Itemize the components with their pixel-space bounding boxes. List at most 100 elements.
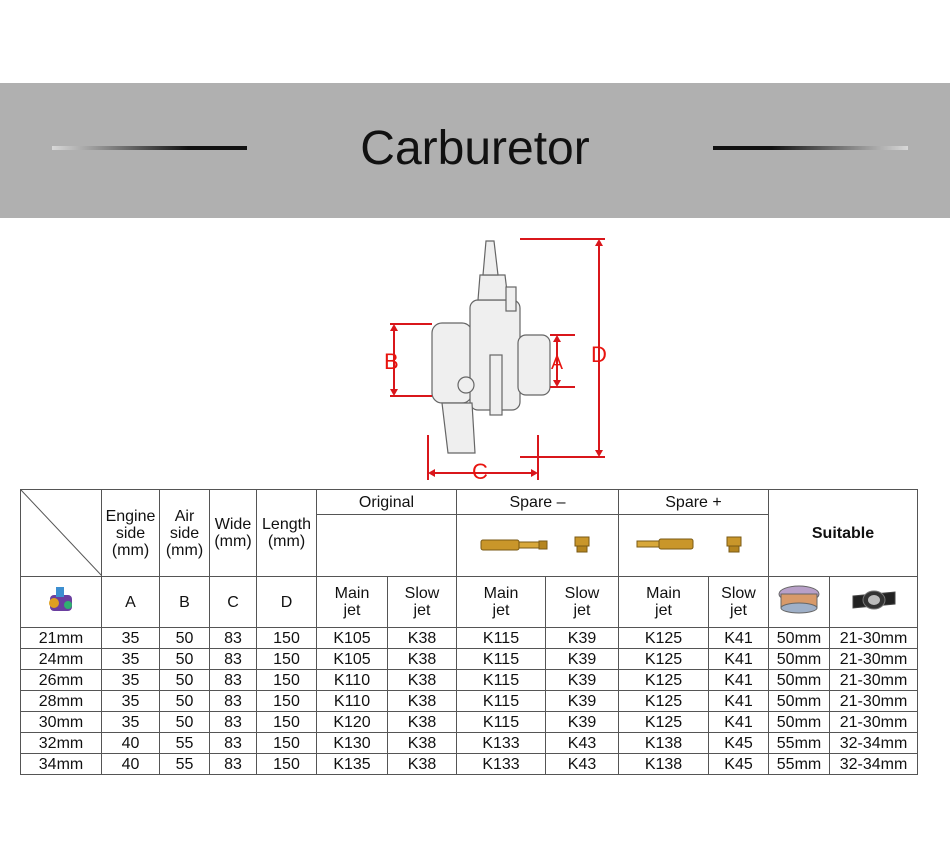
cell-ss: K43 xyxy=(545,753,619,775)
cell-d: 150 xyxy=(256,627,317,649)
cell-intake: 32-34mm xyxy=(829,732,918,754)
banner-line-left xyxy=(52,146,247,150)
cell-a: 35 xyxy=(101,690,160,712)
cell-pm: K125 xyxy=(618,690,709,712)
cell-c: 83 xyxy=(209,732,257,754)
spare-plus-jet-image-cell xyxy=(618,514,769,577)
cell-b: 50 xyxy=(159,627,210,649)
header-length: Length(mm) xyxy=(256,489,317,577)
header-spare-plus: Spare + xyxy=(618,488,769,516)
cell-filter: 50mm xyxy=(768,669,830,691)
cell-intake: 21-30mm xyxy=(829,711,918,733)
carb-idle-screw xyxy=(457,376,475,394)
cell-d: 150 xyxy=(256,669,317,691)
cell-om: K130 xyxy=(316,732,388,754)
cell-ss: K39 xyxy=(545,669,619,691)
cell-ps: K45 xyxy=(708,732,769,754)
intake-manifold-image-cell xyxy=(829,576,918,628)
cell-d: 150 xyxy=(256,690,317,712)
dimension-arrowheads xyxy=(390,239,603,477)
cell-a: 35 xyxy=(101,648,160,670)
dim-label-b: B xyxy=(384,349,399,374)
header-spare-minus: Spare – xyxy=(456,488,619,516)
cell-b: 55 xyxy=(159,753,210,775)
carburetor-thumbnail-cell xyxy=(20,576,102,628)
air-filter-image-cell xyxy=(768,576,830,628)
cell-b: 50 xyxy=(159,669,210,691)
cell-os: K38 xyxy=(387,669,457,691)
cell-filter: 50mm xyxy=(768,690,830,712)
cell-pm: K125 xyxy=(618,648,709,670)
cell-b: 50 xyxy=(159,690,210,712)
cell-c: 83 xyxy=(209,753,257,775)
dim-label-c: C xyxy=(472,459,488,480)
cell-a: 40 xyxy=(101,753,160,775)
cell-om: K105 xyxy=(316,627,388,649)
cell-a: 35 xyxy=(101,669,160,691)
header-wide: Wide(mm) xyxy=(209,489,257,577)
cell-c: 83 xyxy=(209,627,257,649)
banner-line-right xyxy=(713,146,908,150)
cell-pm: K125 xyxy=(618,711,709,733)
dimension-letters: B A D C xyxy=(384,342,607,480)
cell-sm: K133 xyxy=(456,753,546,775)
carb-float-bowl xyxy=(441,402,476,454)
cell-om: K120 xyxy=(316,711,388,733)
cell-os: K38 xyxy=(387,732,457,754)
cell-intake: 32-34mm xyxy=(829,753,918,775)
cell-size: 24mm xyxy=(20,648,102,670)
letter-d: D xyxy=(256,576,317,628)
table-row: 28mm 35 50 83 150 K110 K38 K115 K39 K125… xyxy=(20,690,918,712)
cell-c: 83 xyxy=(209,669,257,691)
carb-outlet-body xyxy=(517,334,551,396)
cell-pm: K125 xyxy=(618,669,709,691)
cell-om: K135 xyxy=(316,753,388,775)
cell-os: K38 xyxy=(387,690,457,712)
cell-filter: 50mm xyxy=(768,627,830,649)
cell-size: 28mm xyxy=(20,690,102,712)
letter-b: B xyxy=(159,576,210,628)
carburetor-thumbnail-icon xyxy=(49,587,72,611)
cell-filter: 55mm xyxy=(768,753,830,775)
header-suitable: Suitable xyxy=(768,489,918,577)
cell-size: 32mm xyxy=(20,732,102,754)
cell-os: K38 xyxy=(387,648,457,670)
cell-sm: K115 xyxy=(456,690,546,712)
cell-os: K38 xyxy=(387,753,457,775)
intake-manifold-icon xyxy=(852,590,895,610)
cell-intake: 21-30mm xyxy=(829,669,918,691)
cell-ps: K45 xyxy=(708,753,769,775)
air-filter-icon xyxy=(778,585,820,614)
cell-sm: K115 xyxy=(456,669,546,691)
table-row: 32mm 40 55 83 150 K130 K38 K133 K43 K138… xyxy=(20,732,918,754)
cell-size: 26mm xyxy=(20,669,102,691)
cell-sm: K115 xyxy=(456,711,546,733)
carb-choke-lever xyxy=(489,354,503,416)
cell-intake: 21-30mm xyxy=(829,690,918,712)
cell-size: 34mm xyxy=(20,753,102,775)
cell-size: 21mm xyxy=(20,627,102,649)
cell-b: 50 xyxy=(159,648,210,670)
carburetor-diagram: B A D C xyxy=(384,238,607,480)
cell-pm: K138 xyxy=(618,732,709,754)
cell-ps: K41 xyxy=(708,669,769,691)
cell-filter: 50mm xyxy=(768,648,830,670)
cell-pm: K138 xyxy=(618,753,709,775)
cell-a: 35 xyxy=(101,627,160,649)
carb-top-nipple xyxy=(482,240,499,276)
brass-jets-icon xyxy=(636,536,741,553)
header-original: Original xyxy=(316,488,457,516)
cell-ss: K43 xyxy=(545,732,619,754)
corner-diagonal xyxy=(21,490,102,576)
table-row: 34mm 40 55 83 150 K135 K38 K133 K43 K138… xyxy=(20,753,918,775)
cell-intake: 21-30mm xyxy=(829,648,918,670)
cell-d: 150 xyxy=(256,711,317,733)
cell-a: 40 xyxy=(101,732,160,754)
